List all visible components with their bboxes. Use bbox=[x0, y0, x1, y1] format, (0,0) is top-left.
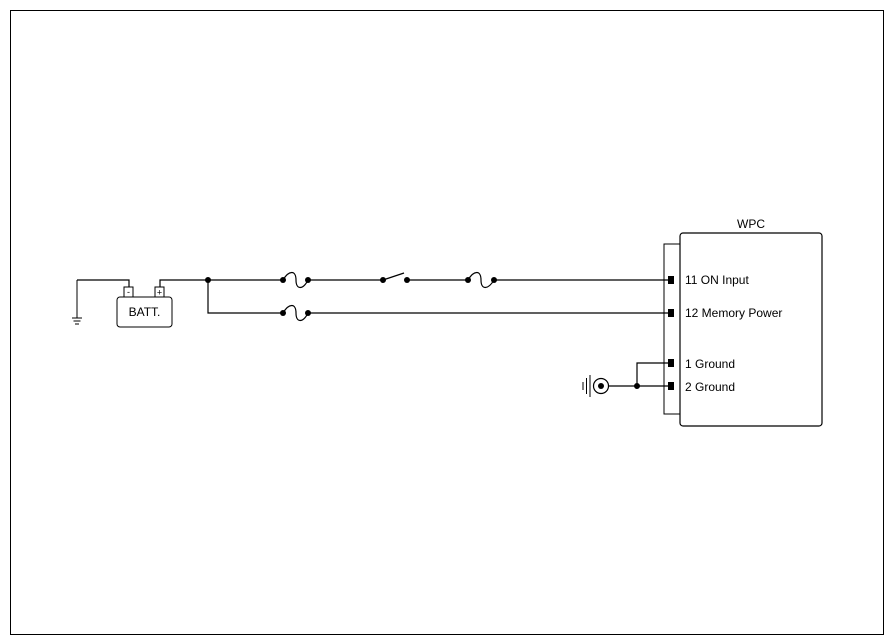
connector-housing bbox=[663, 243, 680, 415]
pin-label-2: 2 Ground bbox=[685, 380, 735, 394]
wire-to-pin-1 bbox=[636, 362, 670, 386]
battery-label: BATT. bbox=[129, 305, 161, 319]
wire-battery-negative bbox=[77, 279, 130, 287]
wpc-module bbox=[679, 232, 823, 427]
chassis-ground-icon bbox=[72, 280, 82, 325]
battery-negative-label: - bbox=[127, 287, 130, 297]
fuse-icon bbox=[282, 271, 309, 289]
pin-terminals bbox=[668, 276, 674, 390]
junction-dots bbox=[205, 277, 640, 389]
switch-icon bbox=[382, 272, 405, 281]
diagram-frame bbox=[10, 10, 884, 635]
module-title: WPC bbox=[737, 217, 765, 231]
battery: - + BATT. bbox=[116, 286, 173, 328]
wire-battery-positive bbox=[159, 279, 208, 287]
fuse-icon bbox=[282, 304, 309, 322]
pin-label-12: 12 Memory Power bbox=[685, 306, 782, 320]
pin-label-1: 1 Ground bbox=[685, 357, 735, 371]
wire-segment bbox=[207, 280, 283, 314]
battery-positive-label: + bbox=[157, 288, 162, 298]
battery-negative-terminal bbox=[123, 286, 134, 298]
pin-label-11: 11 ON Input bbox=[685, 273, 749, 287]
fuse-icon bbox=[467, 271, 495, 289]
ground-point-icon bbox=[582, 375, 610, 397]
